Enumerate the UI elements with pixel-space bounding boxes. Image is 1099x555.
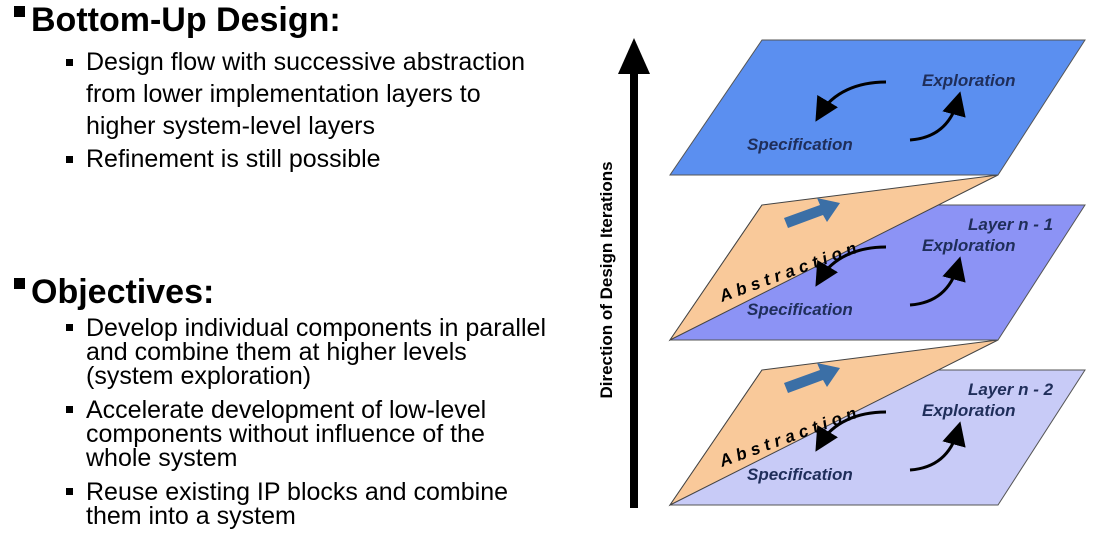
specification-label: Specification: [747, 135, 853, 154]
cycle-arrow-icon: [815, 245, 887, 287]
cycle-arrow-icon: [815, 410, 887, 452]
layer-label: Layer n - 2: [968, 380, 1054, 399]
axis-label: Direction of Design Iterations: [597, 161, 616, 398]
abstraction-arrow-icon: [784, 363, 840, 393]
cycle-arrow-icon: [909, 91, 966, 142]
list-item: Accelerate development of low-level comp…: [66, 398, 546, 471]
list-item: Design flow with successive abstraction …: [66, 46, 536, 142]
specification-label: Specification: [747, 465, 853, 484]
bottom-up-list: Design flow with successive abstraction …: [66, 46, 536, 176]
objectives-heading: Objectives:: [14, 274, 214, 310]
abstraction-sheet-upper: [668, 174, 999, 342]
cycle-arrow-icon: [909, 256, 966, 307]
abstraction-sheet-lower: [668, 339, 999, 507]
objectives-title: Objectives:: [31, 273, 215, 311]
layer-label: Layer n - 1: [968, 215, 1053, 234]
bottom-up-heading: Bottom-Up Design:: [14, 2, 341, 38]
iteration-direction-arrow: [618, 38, 650, 508]
specification-label: Specification: [747, 300, 853, 319]
cycle-arrow-icon: [909, 421, 966, 472]
list-item: Develop individual components in paralle…: [66, 316, 546, 389]
exploration-label: Exploration: [922, 401, 1016, 420]
objectives-list: Develop individual components in paralle…: [66, 316, 546, 538]
layer-diagram: Direction of Design Iterations Explorati…: [597, 38, 1086, 508]
cycle-arrow-icon: [815, 80, 887, 122]
bottom-up-title: Bottom-Up Design:: [31, 1, 341, 39]
bullet-square-icon: [14, 277, 25, 289]
bullet-square-icon: [14, 5, 25, 17]
top-layer-plane: [669, 39, 1086, 176]
list-item: Reuse existing IP blocks and combine the…: [66, 480, 546, 529]
exploration-label: Exploration: [922, 236, 1016, 255]
abstraction-arrow-icon: [784, 198, 840, 228]
list-item: Refinement is still possible: [66, 143, 536, 175]
exploration-label: Exploration: [922, 71, 1016, 90]
